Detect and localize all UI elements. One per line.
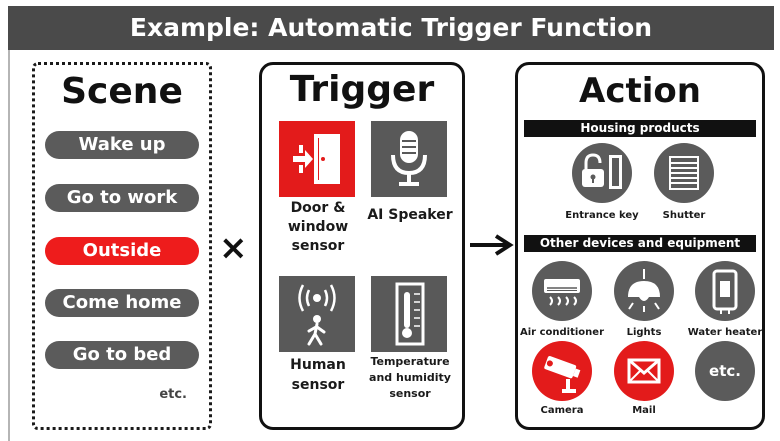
microphone-icon xyxy=(371,121,447,197)
lamp-icon xyxy=(614,261,674,321)
action-etc: etc. xyxy=(709,362,741,380)
trigger-label-human-sensor: Human sensor xyxy=(290,357,346,393)
shutter-icon xyxy=(654,143,714,203)
scene-item-outside: Outside xyxy=(45,237,199,265)
human-presence-icon xyxy=(279,276,355,352)
trigger-label-door-window: Door & window sensor xyxy=(287,200,349,254)
other-devices-header: Other devices and equipment xyxy=(524,235,756,252)
thermometer-icon xyxy=(371,276,447,352)
scene-item-wake-up: Wake up xyxy=(45,131,199,159)
action-label-water-heater: Water heater xyxy=(687,327,763,338)
frame-border xyxy=(8,50,10,441)
door-sensor-icon xyxy=(279,121,355,197)
page-title: Example: Automatic Trigger Function xyxy=(8,6,774,50)
housing-products-header: Housing products xyxy=(524,120,756,137)
trigger-label-temperature: Temperature and humidity sensor xyxy=(369,355,451,400)
scene-item-go-to-bed: Go to bed xyxy=(45,341,199,369)
action-title: Action xyxy=(579,71,701,111)
action-label-shutter: Shutter xyxy=(662,210,706,221)
scene-etc: etc. xyxy=(159,387,187,402)
water-heater-icon xyxy=(695,261,755,321)
scene-item-go-to-work: Go to work xyxy=(45,184,199,212)
more-devices-circle: etc. xyxy=(695,341,755,401)
multiply-icon: × xyxy=(219,228,248,268)
right-arrow-icon xyxy=(470,234,514,256)
action-label-lights: Lights xyxy=(626,327,662,338)
action-label-mail: Mail xyxy=(632,405,656,416)
trigger-panel: Trigger Door & window sensor AI Speaker xyxy=(259,62,465,430)
camera-icon xyxy=(532,341,592,401)
scene-item-come-home: Come home xyxy=(45,289,199,317)
scene-panel: Scene Wake up Go to work Outside Come ho… xyxy=(32,62,212,430)
air-conditioner-icon xyxy=(532,261,592,321)
action-label-entrance-key: Entrance key xyxy=(565,210,639,221)
lock-icon xyxy=(572,143,632,203)
action-label-camera: Camera xyxy=(540,405,584,416)
action-label-air-conditioner: Air conditioner xyxy=(520,327,604,338)
trigger-label-ai-speaker: AI Speaker xyxy=(367,207,453,223)
action-panel: Action Housing products Entrance key Shu… xyxy=(515,62,765,430)
scene-title: Scene xyxy=(61,71,183,112)
trigger-title: Trigger xyxy=(289,69,435,110)
mail-icon xyxy=(614,341,674,401)
